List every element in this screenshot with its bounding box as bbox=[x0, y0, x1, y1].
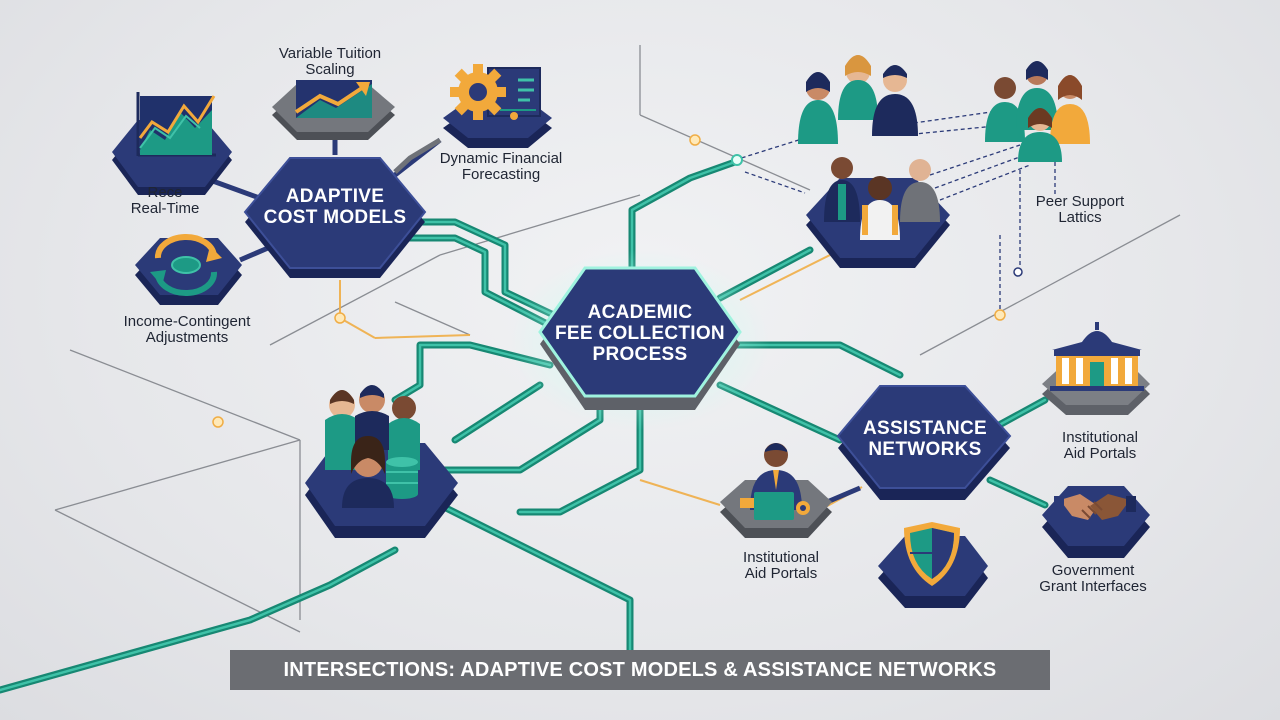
dynamic-forecasting-node[interactable] bbox=[443, 64, 552, 148]
banner-text: INTERSECTIONS: ADAPTIVE COST MODELS & AS… bbox=[283, 658, 997, 681]
trend-chart-icon bbox=[294, 80, 372, 118]
advisor-laptop-icon bbox=[740, 443, 810, 520]
team-icon bbox=[325, 385, 420, 508]
title-banner: INTERSECTIONS: ADAPTIVE COST MODELS & AS… bbox=[230, 650, 1050, 690]
gray-connector bbox=[393, 137, 442, 174]
bank-building-icon bbox=[1050, 322, 1144, 391]
gear-dashboard-icon bbox=[450, 64, 541, 120]
shield-icon bbox=[904, 522, 960, 586]
dashed-connectors bbox=[734, 109, 1056, 315]
government-grant-label: Government Grant Interfaces bbox=[1039, 562, 1147, 595]
income-contingent-label: Income-Contingent Adjustments bbox=[123, 313, 251, 346]
institutional-aid-bottom-label: Institutional Aid Portals bbox=[743, 549, 819, 582]
cycle-arrows-icon bbox=[150, 234, 222, 296]
adaptive-hub-title: ADAPTIVE COST MODELS bbox=[263, 186, 407, 228]
peer-support-label: Peer Support Lattics bbox=[1035, 193, 1125, 226]
realtime-label: Rece Real-Time bbox=[130, 184, 200, 217]
central-hub[interactable] bbox=[510, 250, 770, 430]
coin-stack-icon bbox=[386, 457, 418, 499]
background-grid-lines bbox=[54, 45, 1181, 633]
orange-signal-lines bbox=[339, 249, 863, 511]
adaptive-hub[interactable] bbox=[243, 157, 427, 278]
income-contingent-node[interactable] bbox=[135, 234, 242, 305]
people-group-icon bbox=[798, 55, 1090, 240]
growth-chart-icon bbox=[136, 92, 216, 157]
institutional-aid-right-label: Institutional Aid Portals bbox=[1062, 429, 1138, 462]
assistance-hub-title: ASSISTANCE NETWORKS bbox=[862, 418, 988, 460]
central-hub-title: ACADEMIC FEE COLLECTION PROCESS bbox=[555, 302, 725, 365]
variable-tuition-node[interactable] bbox=[272, 80, 395, 140]
junction-dots bbox=[212, 134, 1023, 428]
assistance-hub[interactable] bbox=[836, 385, 1012, 500]
variable-tuition-label: Variable Tuition Scaling bbox=[278, 45, 382, 78]
handshake-icon bbox=[1054, 494, 1136, 520]
dynamic-forecasting-label: Dynamic Financial Forecasting bbox=[439, 150, 563, 183]
realtime-node[interactable] bbox=[112, 92, 232, 195]
